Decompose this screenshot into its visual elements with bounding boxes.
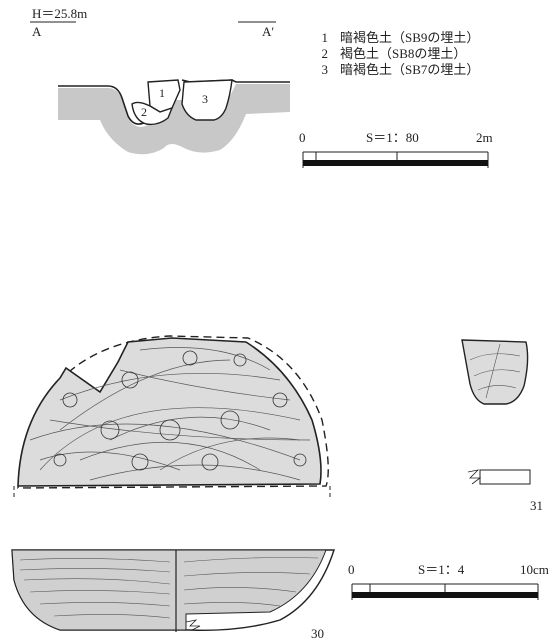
artifact-30-profile bbox=[11, 549, 335, 632]
artifact-scale-end: 10cm bbox=[520, 562, 549, 577]
point-a-prime-label: A′ bbox=[262, 24, 275, 39]
artifact-scale-start: 0 bbox=[348, 562, 355, 577]
artifact-31-label: 31 bbox=[530, 498, 543, 513]
section-scale-bar bbox=[302, 151, 489, 168]
legend-item: 2 褐色土（SB8の埋土） bbox=[318, 46, 479, 62]
layer-2 bbox=[131, 101, 174, 126]
legend-text: 暗褐色土（SB7の埋土） bbox=[340, 62, 480, 77]
legend-text: 褐色土（SB8の埋土） bbox=[340, 46, 467, 61]
section-scale-start: 0 bbox=[299, 130, 306, 145]
section-scale-end: 2m bbox=[476, 130, 493, 145]
legend-number: 2 bbox=[321, 46, 329, 61]
artifact-31 bbox=[461, 339, 531, 485]
soil-fill bbox=[58, 84, 290, 155]
artifact-scale-ratio: S＝1：4 bbox=[418, 562, 465, 577]
layer-1-label: 1 bbox=[159, 86, 165, 100]
layer-2-label: 2 bbox=[141, 105, 147, 119]
legend-item: 1 暗褐色土（SB9の埋土） bbox=[318, 30, 480, 46]
legend-text: 暗褐色土（SB9の埋土） bbox=[340, 30, 480, 45]
legend-item: 3 暗褐色土（SB7の埋土） bbox=[318, 62, 480, 78]
soil-legend: 1 暗褐色土（SB9の埋土） 2 褐色土（SB8の埋土） 3 暗褐色土（SB7の… bbox=[318, 30, 480, 78]
elevation-label: H＝25.8m bbox=[32, 6, 88, 21]
legend-number: 1 bbox=[321, 30, 329, 45]
layer-3 bbox=[181, 79, 233, 121]
layer-3-label: 3 bbox=[202, 92, 208, 106]
point-a-label: A bbox=[32, 24, 42, 39]
artifact-scale-bar bbox=[351, 583, 539, 600]
section-scale-ratio: S＝1：80 bbox=[366, 130, 419, 145]
legend-number: 3 bbox=[321, 62, 329, 77]
artifact-30-label: 30 bbox=[311, 626, 324, 641]
artifact-30-plan bbox=[13, 335, 331, 500]
